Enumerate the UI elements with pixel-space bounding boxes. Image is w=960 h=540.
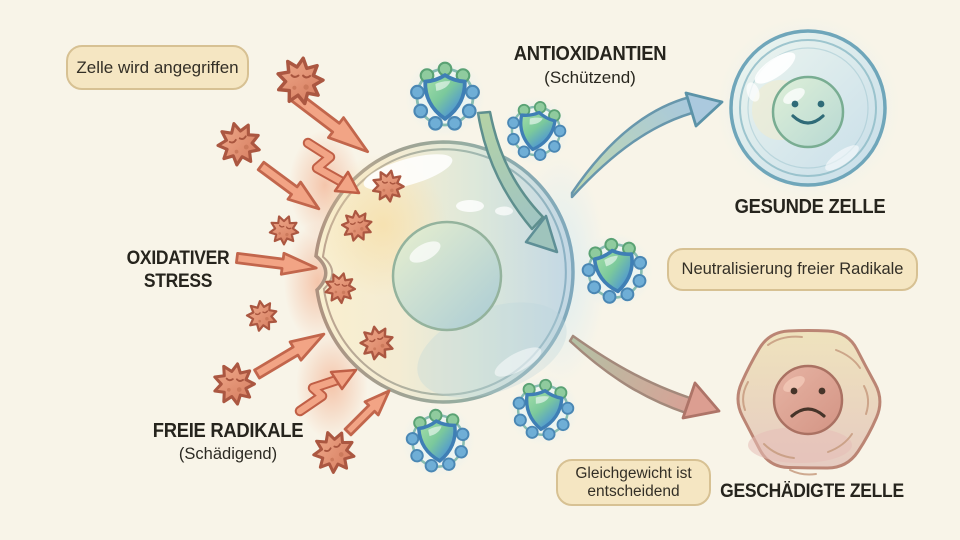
damaged-cell-label: GESCHÄDIGTE ZELLE xyxy=(720,481,904,502)
cell-nucleus xyxy=(391,220,503,332)
shield-molecule-icon xyxy=(396,399,480,483)
neutralization-callout-text: Neutralisierung freier Radikale xyxy=(681,260,904,278)
antioxidants-subtitle: (Schützend) xyxy=(544,68,636,87)
free-radicals-title: FREIE RADIKALE xyxy=(152,420,304,442)
balance-callout-line2: entscheidend xyxy=(587,482,680,500)
healthy-cell-label: GESUNDE ZELLE xyxy=(734,196,886,218)
damaged-cell-wrinkles xyxy=(742,335,870,476)
free-radical-icon xyxy=(272,53,328,108)
attack-callout-text: Zelle wird angegriffen xyxy=(76,57,239,77)
balance-callout: Gleichgewicht ist entscheidend xyxy=(556,459,711,506)
oxidative-stress-heading: OXIDATIVER STRESS xyxy=(95,247,261,293)
free-radical-icon xyxy=(209,358,259,408)
oxidative-stress-line1: OXIDATIVER xyxy=(126,248,230,269)
healthy-cell xyxy=(729,29,887,187)
oxidative-stress-line2: STRESS xyxy=(143,271,213,292)
lightning-arrow-icon xyxy=(294,368,358,417)
arrow-to-damaged-cell xyxy=(568,334,721,420)
arrow-to-healthy-cell xyxy=(570,91,724,199)
arrow-into-cell xyxy=(476,110,559,254)
antioxidants-heading: ANTIOXIDANTIEN (Schützend) xyxy=(470,43,710,88)
free-radicals-subtitle: (Schädigend) xyxy=(178,445,278,463)
attack-arrows xyxy=(233,83,397,440)
damaged-cell xyxy=(736,329,882,476)
sad-face-icon xyxy=(772,364,844,436)
antioxidants-title: ANTIOXIDANTIEN xyxy=(513,43,667,65)
balance-callout-line1: Gleichgewicht ist xyxy=(575,464,692,482)
free-radical-icon xyxy=(212,117,266,170)
free-radicals-heading: FREIE RADIKALE (Schädigend) xyxy=(118,420,338,464)
lightning-arrow-icon xyxy=(302,137,361,195)
attack-callout: Zelle wird angegriffen xyxy=(66,45,249,90)
neutralization-callout: Neutralisierung freier Radikale xyxy=(667,248,918,291)
free-radical-icon xyxy=(244,297,280,334)
smiley-face-icon xyxy=(771,75,845,149)
